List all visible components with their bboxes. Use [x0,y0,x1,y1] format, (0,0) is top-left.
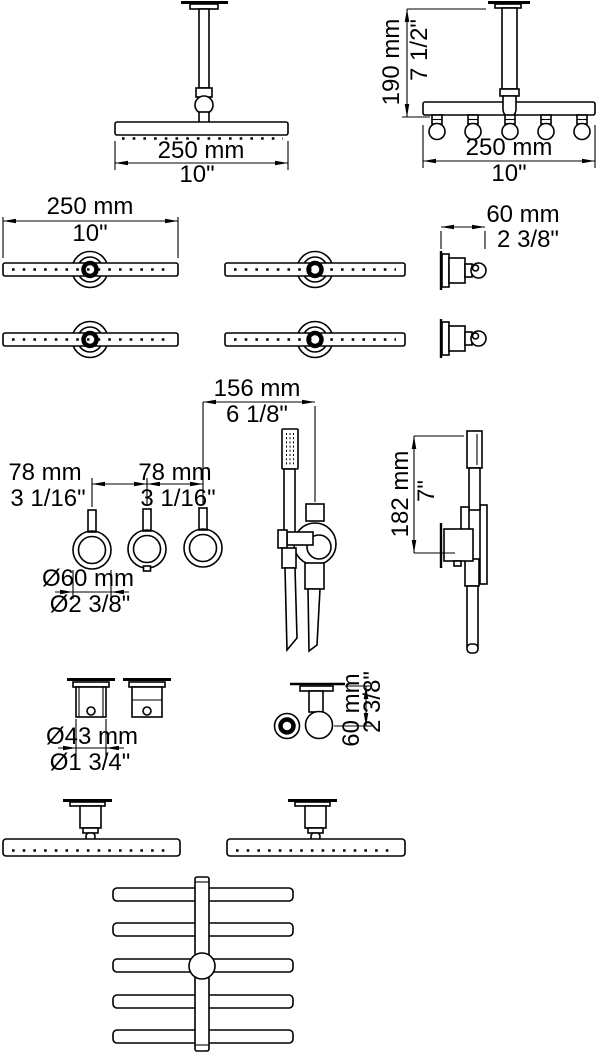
dim-label-156-in: 6 1/8" [226,401,288,428]
dimension-handle-spacing: 78 mm 3 1/16" 78 mm 3 1/16" [8,402,216,512]
figure-ceiling-multijet-front: 190 mm 7 1/2" 250 mm 10" [378,1,596,187]
dim-label-bodyjet-drop-in: 2 3/8" [359,671,386,733]
dim-label-fig1-mm: 250 mm [158,137,245,164]
dim-label-fig2-height-mm: 190 mm [378,19,405,106]
dimension-bodyjet-diameter: Ø43 mm Ø1 3/4" [46,719,138,776]
figure-handshower-side: 182 mm 7" [387,430,488,654]
figure-bodyjet-side: 60 mm 2 3/8" [273,671,386,747]
dim-label-spacing1-mm: 78 mm [8,459,81,486]
dim-label-fig2-width-in: 10" [491,160,526,187]
dimension-handle-diameter: Ø60 mm Ø2 3/8" [42,565,134,618]
figure-valve-side-bottom [439,319,487,358]
figure-ceiling-showerhead-front: 250 mm 10" [114,1,289,188]
dim-label-bars-in: 10" [72,220,107,247]
dimension-fig1-width: 250 mm 10" [114,137,289,188]
dim-label-valve-mm: 60 mm [486,201,559,228]
figure-ceiling-head-side-left [2,799,181,857]
dim-label-fig1-in: 10" [179,161,214,188]
figure-showerhead-side-top-left: 250 mm 10" [2,193,179,289]
dim-label-bodyjet-dia-in: Ø1 3/4" [50,749,131,776]
dim-label-bars-mm: 250 mm [47,193,134,220]
figure-handshower-front: 156 mm 6 1/8" [203,375,337,653]
dim-label-bodyjet-dia-mm: Ø43 mm [46,723,138,750]
dim-label-156-mm: 156 mm [214,375,301,402]
figure-ceiling-head-side-right [226,799,406,857]
figure-showerhead-side-bottom-left [2,320,179,359]
figure-showerhead-side-top-right [224,250,406,289]
dim-label-handle-dia-mm: Ø60 mm [42,565,134,592]
dim-label-182-mm: 182 mm [387,451,414,538]
dimension-handshower-offset: 156 mm 6 1/8" [203,375,316,502]
dimension-handshower-height: 182 mm 7" [387,435,464,554]
figure-multijet-top-view [112,876,294,1052]
figure-handles-front: 78 mm 3 1/16" 78 mm 3 1/16" Ø60 mm Ø2 3/… [8,402,223,618]
dimension-fig2-width: 250 mm 10" [422,125,596,187]
figure-valve-side-top: 60 mm 2 3/8" [439,201,560,290]
dim-label-spacing2-mm: 78 mm [138,459,211,486]
dimension-bodyjet-drop: 60 mm 2 3/8" [334,671,386,747]
multijet-nozzles [428,114,591,141]
dimension-bars-width: 250 mm 10" [2,193,179,258]
dimension-valve-depth: 60 mm 2 3/8" [440,201,560,253]
figure-showerhead-side-bottom-right [224,320,406,359]
dim-label-handle-dia-in: Ø2 3/8" [50,591,131,618]
dim-label-182-in: 7" [413,480,440,502]
figure-bodyjet-front: Ø43 mm Ø1 3/4" [46,678,171,776]
dim-label-fig2-width-mm: 250 mm [466,134,553,161]
dim-label-bodyjet-drop-mm: 60 mm [338,673,365,746]
dim-label-spacing1-in: 3 1/16" [10,485,85,512]
dimension-fig2-height: 190 mm 7 1/2" [378,8,486,118]
dim-label-fig2-height-in: 7 1/2" [406,19,433,81]
dim-label-spacing2-in: 3 1/16" [140,485,215,512]
dim-label-valve-in: 2 3/8" [497,226,559,253]
